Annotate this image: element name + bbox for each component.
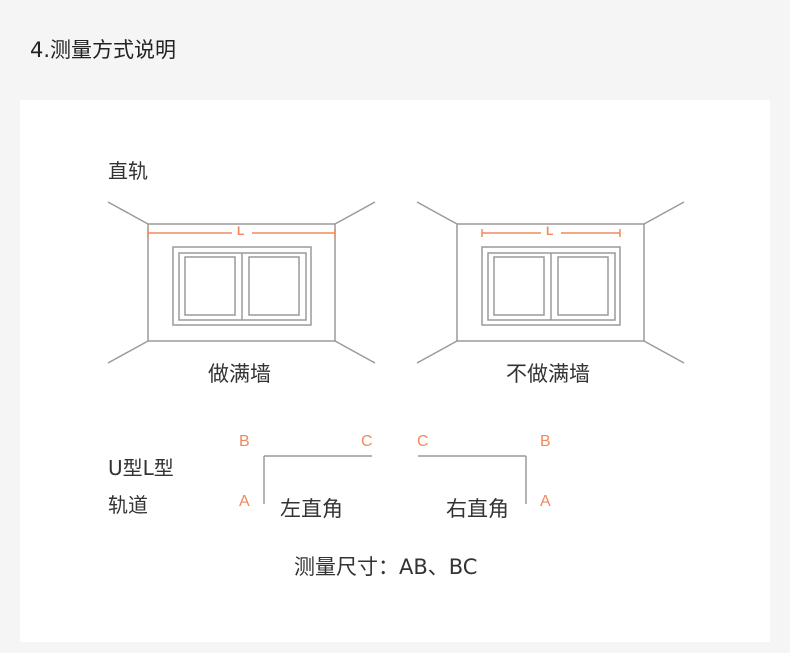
left-angle-diagram [263,455,372,504]
perspective-line-bl [416,340,458,364]
perspective-line-tr [643,201,685,225]
wall-face [147,223,336,342]
right-angle-point-b: B [540,433,551,450]
right-angle-point-a: A [540,493,551,510]
caption-left-angle: 左直角 [280,497,343,521]
perspective-line-tl [416,201,458,225]
section-title: 4.测量方式说明 [30,38,177,62]
measure-label-full: L [237,224,245,238]
wall-face [456,223,645,342]
perspective-line-bl [107,340,149,364]
measure-label-partial: L [546,224,554,238]
measurement-card: 直轨 L 做满墙 [20,100,770,642]
caption-not-full-wall: 不做满墙 [506,362,590,386]
right-angle-diagram [418,455,527,504]
left-angle-point-b: B [239,433,250,450]
corner-rail-heading-line1: U型L型 [108,456,174,480]
caption-right-angle: 右直角 [446,497,509,521]
caption-full-wall: 做满墙 [208,362,271,386]
perspective-line-br [334,340,376,364]
perspective-line-tl [107,201,149,225]
left-angle-point-a: A [239,493,250,510]
perspective-line-tr [334,201,376,225]
right-angle-point-c: C [417,433,429,450]
partial-wall-diagram [416,201,685,364]
left-angle-point-c: C [361,433,373,450]
measure-line-full [147,229,336,237]
window-frame [481,246,621,326]
corner-rail-heading-line2: 轨道 [108,493,148,517]
window-pane-left [493,256,545,316]
measure-line-partial [481,229,621,237]
full-wall-diagram [107,201,376,364]
measurement-note: 测量尺寸：AB、BC [294,555,478,579]
window-pane-right [557,256,609,316]
window-pane-right [248,256,300,316]
window-frame [172,246,312,326]
window-pane-left [184,256,236,316]
straight-rail-heading: 直轨 [108,159,148,183]
perspective-line-br [643,340,685,364]
